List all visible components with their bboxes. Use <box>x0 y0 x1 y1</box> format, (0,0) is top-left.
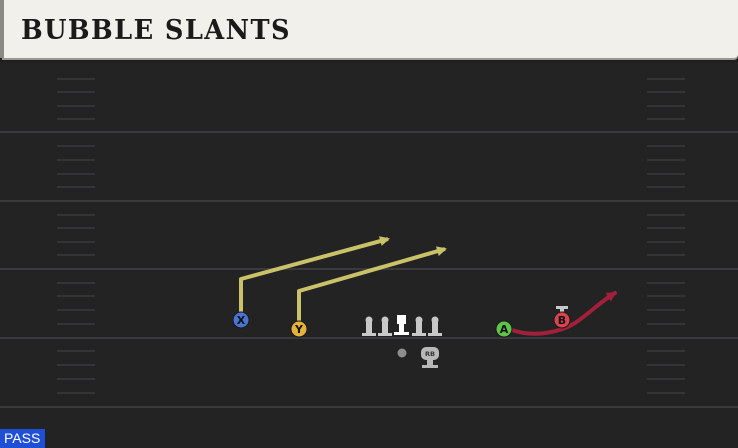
a-receiver[interactable]: A <box>495 320 513 338</box>
y-receiver-label: Y <box>294 323 304 336</box>
running-back-icon[interactable]: RB <box>421 347 439 368</box>
quarterback-marker <box>397 348 407 358</box>
left-hash-marks <box>57 78 95 394</box>
y-slant-route <box>297 246 447 321</box>
lineman-icon <box>412 316 426 336</box>
x-slant-route <box>239 236 390 312</box>
lineman-icon <box>362 316 376 336</box>
a-receiver-label: A <box>500 323 509 336</box>
title-bar: BUBBLE SLANTS <box>0 0 738 58</box>
y-receiver[interactable]: Y <box>290 320 308 338</box>
center-icon <box>394 315 409 335</box>
lineman-icon <box>378 316 392 336</box>
x-receiver-label: X <box>237 314 246 327</box>
x-receiver[interactable]: X <box>232 311 250 329</box>
running-back-label: RB <box>425 350 435 358</box>
b-receiver-label: B <box>558 314 566 327</box>
a-bubble-route <box>510 291 617 336</box>
play-field: RB X Y A B <box>0 62 738 448</box>
lineman-icon <box>428 316 442 336</box>
offensive-line <box>362 315 442 336</box>
field-diagram: RB X Y A B <box>0 78 738 408</box>
play-title: BUBBLE SLANTS <box>21 15 291 46</box>
play-type-badge: PASS <box>0 429 46 448</box>
right-hash-marks <box>647 78 685 394</box>
b-receiver-stance-marker <box>556 306 568 309</box>
b-receiver[interactable]: B <box>553 306 571 329</box>
